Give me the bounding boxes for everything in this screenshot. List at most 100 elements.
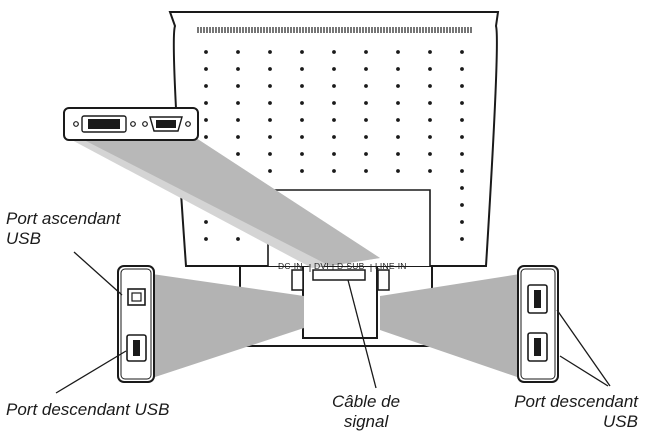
top-vent-grille [197,27,472,33]
label-usb-downstream-right: Port descendant USB [514,392,638,431]
port-label-d-sub: D-SUB [337,261,365,271]
vent-hole [396,152,400,156]
vent-hole [364,50,368,54]
port-label-line-in: LINE-IN [375,261,407,271]
vent-hole [396,169,400,173]
vent-hole [300,67,304,71]
vent-hole [236,118,240,122]
vent-hole [364,101,368,105]
port-label-dvi: DVI [314,261,329,271]
vent-hole [428,135,432,139]
vent-hole [332,118,336,122]
leader-usb-downstream-right-2 [559,355,609,387]
usb-right-zoom-beam [380,274,520,378]
vent-hole [332,101,336,105]
vent-hole [300,169,304,173]
vent-hole [332,135,336,139]
vent-hole [428,152,432,156]
vent-hole [268,135,272,139]
vent-hole [460,237,464,241]
vent-hole [268,118,272,122]
vent-hole [428,101,432,105]
leader-usb-upstream [73,251,123,296]
vent-hole [268,152,272,156]
vent-hole [460,67,464,71]
vent-hole [204,237,208,241]
video-connector-inset [63,107,199,141]
vent-hole [236,101,240,105]
vent-hole [236,50,240,54]
vent-hole [332,67,336,71]
vent-hole [332,169,336,173]
vent-hole [236,84,240,88]
leader-signal-cable [347,279,377,389]
signal-cable-plug [312,269,366,281]
vent-hole [460,186,464,190]
connector-zoom-beam-dark [84,138,380,266]
vent-hole [364,84,368,88]
vent-hole [300,152,304,156]
vent-hole [300,118,304,122]
vent-hole [236,237,240,241]
vent-hole [332,152,336,156]
vent-hole [460,203,464,207]
usb-upstream-port [127,288,146,306]
vent-hole [460,50,464,54]
vent-hole [268,169,272,173]
vent-hole [396,84,400,88]
vent-hole [396,135,400,139]
vent-hole [300,50,304,54]
usb-left-zoom-beam [152,274,304,378]
vent-hole [364,169,368,173]
vent-hole [428,50,432,54]
vent-hole [460,220,464,224]
dc-in-connector [291,269,304,291]
vent-hole [428,169,432,173]
vent-hole [460,84,464,88]
port-label-dc-in: DC-IN [278,261,303,271]
vent-hole [460,169,464,173]
vent-hole [364,135,368,139]
vent-hole [204,101,208,105]
vent-hole [204,50,208,54]
vent-hole [364,152,368,156]
vent-hole [332,84,336,88]
vent-hole [268,50,272,54]
leader-usb-downstream-right-1 [556,309,611,387]
vent-hole [364,118,368,122]
vent-hole [396,101,400,105]
vent-hole [460,152,464,156]
vent-hole [460,101,464,105]
label-usb-upstream: Port ascendant USB [6,209,121,248]
vent-hole [300,84,304,88]
vent-hole [396,50,400,54]
vent-hole [268,101,272,105]
vent-hole [460,118,464,122]
usb-hub-left [117,265,155,383]
vent-hole [204,118,208,122]
vent-hole [204,84,208,88]
vent-hole [428,67,432,71]
vent-hole [268,84,272,88]
label-usb-downstream-left: Port descendant USB [6,400,170,419]
vent-hole [332,50,336,54]
vent-hole [300,101,304,105]
vent-hole [204,135,208,139]
vent-hole [364,67,368,71]
label-signal-cable: Câble de signal [332,392,401,431]
vent-hole [268,67,272,71]
vent-hole [300,135,304,139]
vent-hole [396,67,400,71]
vent-hole [396,118,400,122]
vent-hole [236,152,240,156]
vent-hole [236,67,240,71]
vent-hole [236,135,240,139]
leader-usb-downstream-left [55,350,127,394]
vent-hole [204,67,208,71]
vent-hole [428,118,432,122]
vent-hole [460,135,464,139]
vent-hole [204,220,208,224]
vent-hole [428,84,432,88]
usb-hub-right [517,265,559,383]
